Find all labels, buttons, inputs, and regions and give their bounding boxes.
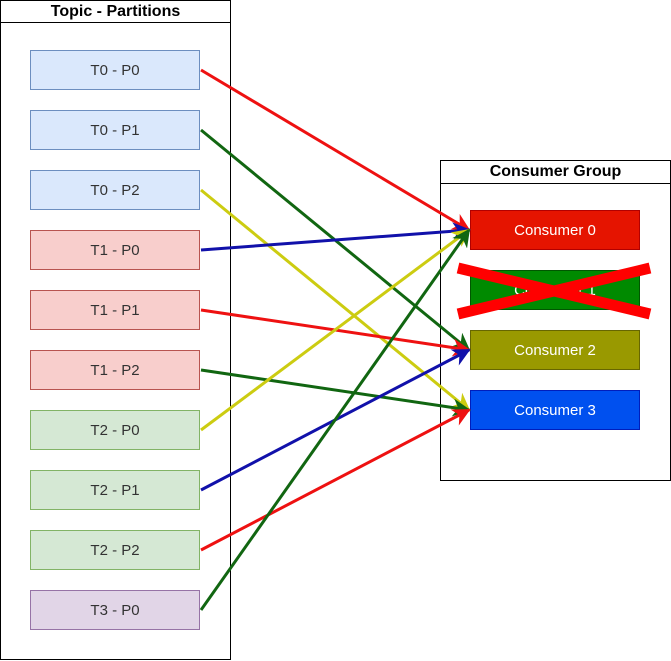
partition-t2-p1[interactable]: T2 - P1 <box>30 470 200 510</box>
partition-t0-p2[interactable]: T0 - P2 <box>30 170 200 210</box>
partition-t2-p2[interactable]: T2 - P2 <box>30 530 200 570</box>
edge-t2p2-to-c3 <box>200 408 471 552</box>
edge-t3p0-to-c0 <box>199 228 471 611</box>
partition-t1-p0[interactable]: T1 - P0 <box>30 230 200 270</box>
cross-stroke-b <box>456 262 652 320</box>
partition-t1-p1[interactable]: T1 - P1 <box>30 290 200 330</box>
consumer-3[interactable]: Consumer 3 <box>470 390 640 430</box>
edge-t0p0-to-c0 <box>200 68 471 232</box>
partition-t0-p1[interactable]: T0 - P1 <box>30 110 200 150</box>
partition-t0-p0[interactable]: T0 - P0 <box>30 50 200 90</box>
edge-t2p0-to-c0 <box>200 228 471 432</box>
edge-t1p0-to-c0 <box>200 222 471 252</box>
partition-t1-p2[interactable]: T1 - P2 <box>30 350 200 390</box>
edge-t1p2-to-c3 <box>200 368 471 417</box>
consumer-2[interactable]: Consumer 2 <box>470 330 640 370</box>
partition-t2-p0[interactable]: T2 - P0 <box>30 410 200 450</box>
partition-t3-p0[interactable]: T3 - P0 <box>30 590 200 630</box>
